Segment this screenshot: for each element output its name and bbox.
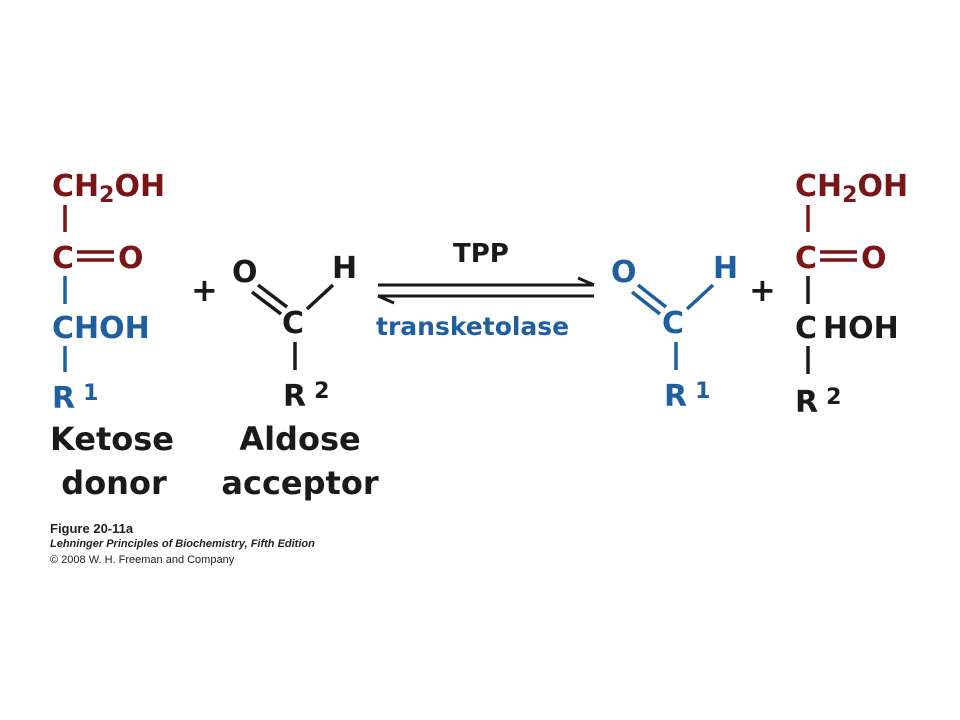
figure-copyright: © 2008 W. H. Freeman and Company	[50, 554, 235, 566]
product-aldehyde-c: C	[662, 306, 684, 341]
label-acceptor: acceptor	[221, 464, 378, 502]
aldose-h: H	[332, 251, 357, 286]
product-ketose-carbonyl-c: C	[795, 241, 817, 276]
aldose-double-bond-a	[250, 290, 283, 316]
product-ketose-ch2oh: CH2OH	[795, 169, 908, 208]
aldose-double-bond-b	[256, 283, 289, 309]
label-aldose: Aldose	[239, 420, 360, 458]
equilibrium-arrows: TPP transketolase	[376, 239, 595, 341]
ketose-carbonyl-c: C	[52, 241, 74, 276]
product-ketose-hoh: HOH	[823, 311, 899, 346]
aldose-ch-bond	[305, 283, 335, 311]
figure-number: Figure 20-11a	[50, 521, 134, 536]
product-aldehyde-ch-bond	[685, 283, 715, 311]
label-ketose: Ketose	[50, 420, 174, 458]
product-aldehyde-double-bond-a	[630, 290, 662, 316]
product-aldehyde-h: H	[713, 251, 738, 286]
ketose-ch2oh: CH2OH	[52, 169, 165, 208]
aldose-c: C	[282, 306, 304, 341]
enzyme-transketolase: transketolase	[376, 312, 569, 341]
plus-sign-2: +	[749, 271, 776, 309]
figure-book-title: Lehninger Principles of Biochemistry, Fi…	[50, 538, 315, 550]
ketose-chohh: CHOH	[52, 311, 150, 346]
product-ketose-c: C	[795, 311, 817, 346]
forward-arrow-head	[577, 276, 595, 287]
label-donor: donor	[61, 464, 167, 502]
reverse-arrow-head	[377, 294, 395, 305]
product-aldehyde-double-bond-b	[636, 283, 668, 309]
ketose-carbonyl-o: O	[118, 241, 144, 276]
product-ketose-carbonyl-o: O	[861, 241, 887, 276]
cofactor-tpp: TPP	[453, 239, 509, 269]
aldose-o: O	[232, 255, 258, 290]
plus-sign-1: +	[191, 271, 218, 309]
product-aldehyde-o: O	[611, 255, 637, 290]
